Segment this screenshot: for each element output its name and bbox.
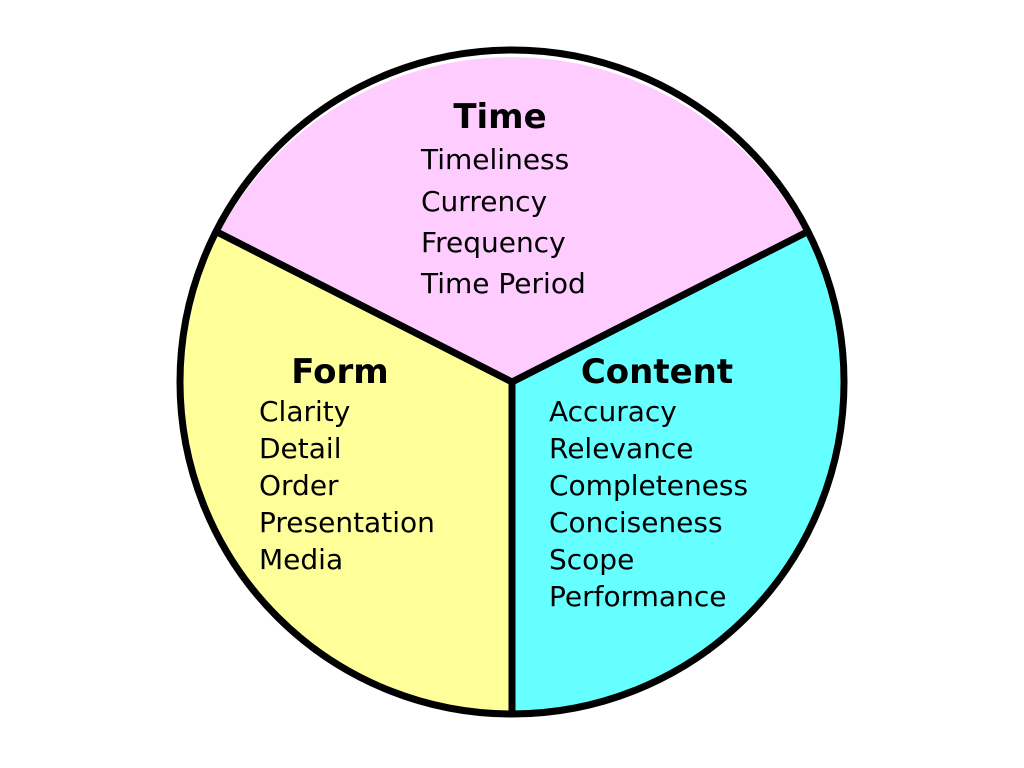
segment-item-time-period: Time Period — [420, 267, 586, 300]
segment-title-time: Time — [453, 97, 546, 137]
divider-time-form — [215, 229, 516, 386]
segment-item-timeliness: Timeliness — [420, 143, 569, 176]
segment-item-order: Order — [259, 469, 339, 502]
segment-item-detail: Detail — [259, 432, 341, 465]
segment-item-completeness: Completeness — [549, 469, 748, 502]
segment-form — [183, 233, 513, 714]
segment-item-accuracy: Accuracy — [549, 395, 677, 428]
segment-title-form: Form — [291, 352, 388, 392]
segment-item-conciseness: Conciseness — [549, 506, 723, 539]
segment-time — [219, 57, 805, 382]
segment-item-scope: Scope — [549, 543, 634, 576]
segment-item-performance: Performance — [549, 580, 726, 613]
wheel-outline — [176, 46, 848, 718]
segment-content — [512, 233, 841, 714]
segment-item-relevance: Relevance — [549, 432, 694, 465]
segment-item-clarity: Clarity — [259, 395, 350, 428]
segment-item-frequency: Frequency — [421, 226, 566, 259]
segment-item-currency: Currency — [421, 185, 547, 218]
segment-item-media: Media — [259, 543, 343, 576]
segment-title-content: Content — [581, 352, 733, 392]
divider-time-content — [508, 229, 809, 386]
segment-item-presentation: Presentation — [259, 506, 435, 539]
